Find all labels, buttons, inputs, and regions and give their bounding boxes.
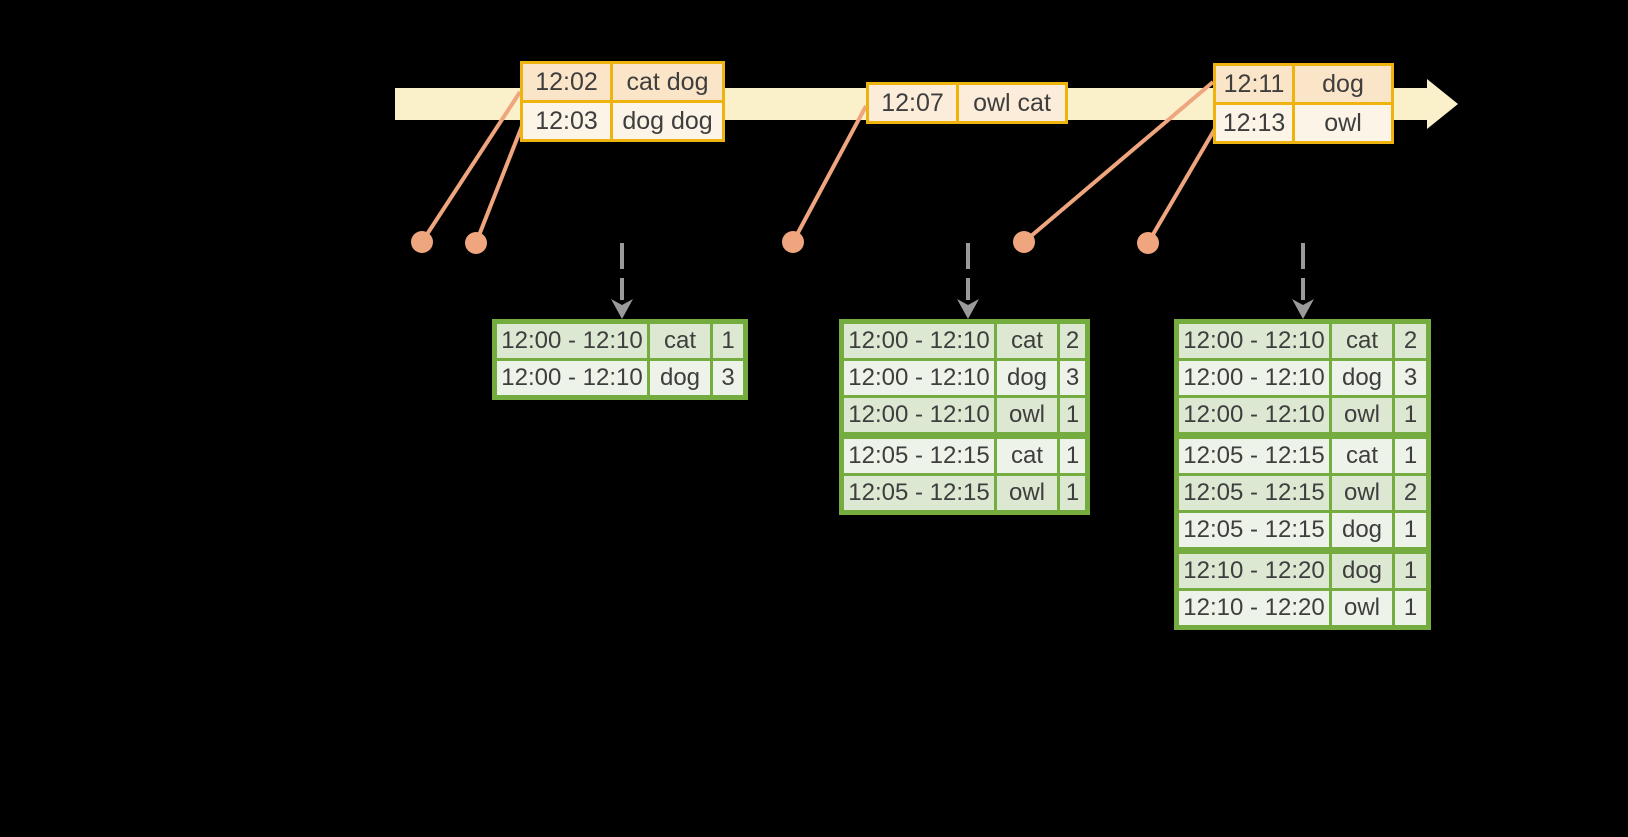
event-words: owl cat	[959, 85, 1065, 121]
word: dog	[1332, 361, 1392, 395]
word: dog	[1332, 513, 1392, 547]
arrow-down-icon	[611, 299, 633, 319]
result-row: 12:05 - 12:15 owl 1	[844, 476, 1085, 510]
window-range: 12:00 - 12:10	[844, 398, 994, 432]
window-range: 12:00 - 12:10	[497, 361, 647, 395]
window-range: 12:00 - 12:10	[844, 324, 994, 358]
event-table-3: 12:11 dog 12:13 owl	[1213, 63, 1394, 144]
word: cat	[1332, 324, 1392, 358]
event-row: 12:11 dog	[1216, 66, 1391, 102]
event-dot	[1013, 231, 1035, 253]
window-range: 12:00 - 12:10	[1179, 324, 1329, 358]
result-row: 12:05 - 12:15 owl 2	[1179, 476, 1426, 510]
window-range: 12:00 - 12:10	[1179, 361, 1329, 395]
window-range: 12:05 - 12:15	[844, 476, 994, 510]
count: 1	[1395, 398, 1426, 432]
result-row: 12:00 - 12:10 dog 3	[497, 361, 743, 395]
count: 1	[1060, 398, 1085, 432]
result-table-3: 12:00 - 12:10 cat 2 12:00 - 12:10 dog 3 …	[1174, 319, 1431, 630]
event-words: dog dog	[613, 103, 722, 139]
window-range: 12:10 - 12:20	[1179, 554, 1329, 588]
event-connector-line	[791, 105, 868, 243]
event-dot	[782, 231, 804, 253]
window-range: 12:05 - 12:15	[1179, 476, 1329, 510]
window-range: 12:10 - 12:20	[1179, 591, 1329, 625]
count: 1	[1395, 439, 1426, 473]
window-range: 12:00 - 12:10	[844, 361, 994, 395]
event-words: cat dog	[613, 64, 722, 100]
word: dog	[650, 361, 710, 395]
count: 1	[1395, 513, 1426, 547]
window-range: 12:05 - 12:15	[1179, 513, 1329, 547]
result-table-2: 12:00 - 12:10 cat 2 12:00 - 12:10 dog 3 …	[839, 319, 1090, 515]
arrow-down-icon	[1292, 299, 1314, 319]
event-words: owl	[1295, 105, 1391, 141]
arrow-down-icon	[957, 299, 979, 319]
window-range: 12:05 - 12:15	[844, 439, 994, 473]
result-row: 12:10 - 12:20 owl 1	[1179, 591, 1426, 625]
event-table-1: 12:02 cat dog 12:03 dog dog	[520, 61, 725, 142]
event-time: 12:13	[1216, 105, 1292, 141]
count: 1	[1060, 439, 1085, 473]
word: owl	[1332, 591, 1392, 625]
count: 3	[1395, 361, 1426, 395]
count: 1	[1395, 591, 1426, 625]
result-row: 12:00 - 12:10 dog 3	[844, 361, 1085, 395]
result-row: 12:00 - 12:10 dog 3	[1179, 361, 1426, 395]
word: dog	[1332, 554, 1392, 588]
event-words: dog	[1295, 66, 1391, 102]
timeline-arrowhead-icon	[1427, 79, 1458, 129]
word: owl	[997, 476, 1057, 510]
window-range: 12:00 - 12:10	[497, 324, 647, 358]
result-table-1: 12:00 - 12:10 cat 1 12:00 - 12:10 dog 3	[492, 319, 748, 400]
count: 2	[1060, 324, 1085, 358]
event-row: 12:03 dog dog	[523, 103, 722, 139]
count: 1	[1395, 554, 1426, 588]
word: cat	[1332, 439, 1392, 473]
word: dog	[997, 361, 1057, 395]
event-time: 12:07	[869, 85, 956, 121]
event-dot	[411, 231, 433, 253]
count: 2	[1395, 324, 1426, 358]
result-row: 12:00 - 12:10 owl 1	[844, 398, 1085, 432]
word: cat	[997, 439, 1057, 473]
count: 3	[1060, 361, 1085, 395]
count: 1	[1060, 476, 1085, 510]
event-time: 12:02	[523, 64, 610, 100]
word: owl	[1332, 476, 1392, 510]
result-row: 12:05 - 12:15 dog 1	[1179, 513, 1426, 547]
event-dot	[1137, 232, 1159, 254]
window-range: 12:05 - 12:15	[1179, 439, 1329, 473]
result-row: 12:05 - 12:15 cat 1	[1179, 439, 1426, 473]
word: owl	[997, 398, 1057, 432]
result-row: 12:05 - 12:15 cat 1	[844, 439, 1085, 473]
result-row: 12:10 - 12:20 dog 1	[1179, 554, 1426, 588]
event-row: 12:02 cat dog	[523, 64, 722, 100]
event-row: 12:07 owl cat	[869, 85, 1065, 121]
event-connector-line	[474, 125, 524, 244]
result-row: 12:00 - 12:10 cat 2	[844, 324, 1085, 358]
word: cat	[997, 324, 1057, 358]
event-connector-line	[1146, 125, 1218, 245]
event-dot	[465, 232, 487, 254]
result-row: 12:00 - 12:10 cat 2	[1179, 324, 1426, 358]
event-row: 12:13 owl	[1216, 105, 1391, 141]
result-row: 12:00 - 12:10 owl 1	[1179, 398, 1426, 432]
count: 1	[713, 324, 743, 358]
result-row: 12:00 - 12:10 cat 1	[497, 324, 743, 358]
window-range: 12:00 - 12:10	[1179, 398, 1329, 432]
event-time: 12:11	[1216, 66, 1292, 102]
event-table-2: 12:07 owl cat	[866, 82, 1068, 124]
count: 2	[1395, 476, 1426, 510]
word: cat	[650, 324, 710, 358]
event-time: 12:03	[523, 103, 610, 139]
count: 3	[713, 361, 743, 395]
word: owl	[1332, 398, 1392, 432]
